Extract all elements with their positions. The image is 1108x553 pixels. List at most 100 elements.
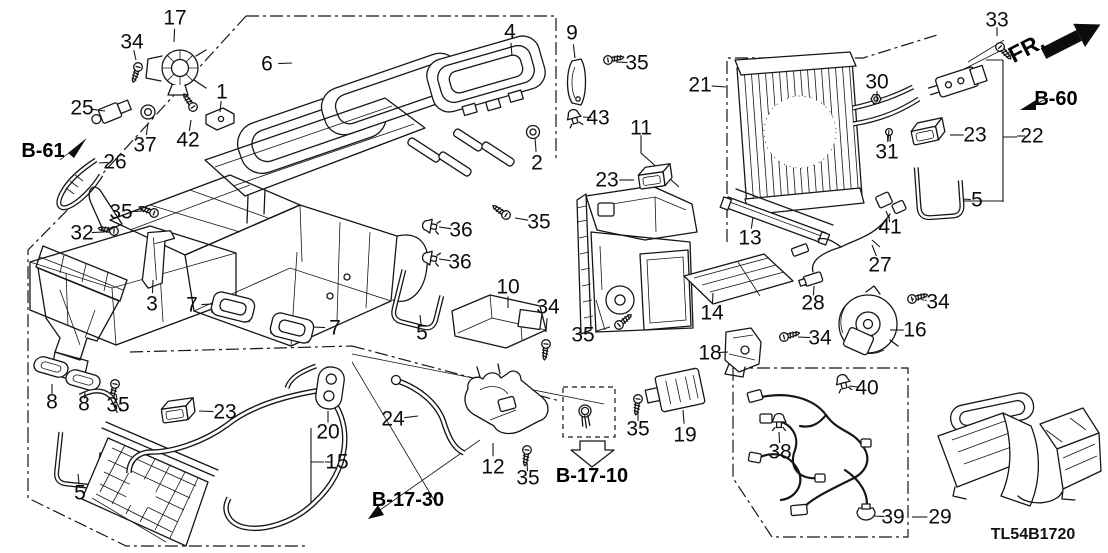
dotted-leader-34 <box>911 298 925 301</box>
leader-line-35 <box>514 217 529 221</box>
leader-line-31 <box>887 129 890 143</box>
leader-line-17 <box>173 28 176 43</box>
callout-26-31: 26 <box>103 151 126 174</box>
fr-direction: FR. <box>1004 23 1101 68</box>
callout-35-44: 35 <box>109 201 132 224</box>
duct-4-sketch <box>426 35 546 117</box>
callout-16-19: 16 <box>903 319 926 342</box>
callout-42-57: 42 <box>176 129 199 152</box>
grommet-20-sketch <box>315 366 345 410</box>
ref-label-b-17-30: B-17-30 <box>372 489 444 511</box>
motor-16-sketch <box>838 285 899 356</box>
leader-line-27 <box>871 244 877 257</box>
seal-strips <box>407 128 515 177</box>
mode-motor-sketch <box>56 49 235 211</box>
callout-2-1: 2 <box>531 152 543 175</box>
leader-line-35 <box>115 393 118 401</box>
leader-line-28 <box>812 285 815 296</box>
b-17-30-arrow <box>368 505 384 519</box>
leader-line-26 <box>98 161 108 164</box>
leader-line-34 <box>133 49 137 61</box>
leader-line-3 <box>151 279 154 294</box>
callout-25-30: 25 <box>70 97 93 120</box>
callout-35-49: 35 <box>626 418 649 441</box>
bracket-1 <box>205 107 235 131</box>
fr-arrow-icon <box>1040 23 1101 59</box>
leader-line-6 <box>278 62 293 65</box>
callout-22-25: 22 <box>1020 125 1043 148</box>
leader-line-43 <box>582 116 592 119</box>
callout-35-43: 35 <box>625 52 648 75</box>
hose-ribs <box>65 174 84 195</box>
callout-8-11: 8 <box>78 393 90 416</box>
callout-23-28: 23 <box>213 401 236 424</box>
leader-line-19 <box>682 409 685 424</box>
callout-39-54: 39 <box>881 506 904 529</box>
ref-label-b-60: B-60 <box>1034 88 1077 110</box>
leader-line-7 <box>201 303 214 306</box>
duct-10-sketch <box>451 294 547 349</box>
callout-27-32: 27 <box>868 254 891 277</box>
aspirator-wire-sketch <box>790 191 907 287</box>
leader-line-7 <box>312 326 326 329</box>
callout-23-26: 23 <box>595 169 618 192</box>
callout-6-7: 6 <box>261 53 273 76</box>
leader-line-24 <box>404 415 419 419</box>
leader-line-4 <box>510 42 513 57</box>
resistor-19-sketch <box>644 367 706 413</box>
ref-label-b-61: B-61 <box>21 140 64 162</box>
grommet-2-sketch <box>525 124 541 140</box>
leader-line-5 <box>419 314 422 325</box>
leader-line-5 <box>77 473 80 485</box>
leader-line-5 <box>962 198 971 201</box>
leader-line-39 <box>873 515 885 518</box>
callout-13-16: 13 <box>738 227 761 250</box>
leader-line-35 <box>594 326 611 332</box>
grille-14-sketch <box>683 253 794 305</box>
leader-line-23 <box>198 410 214 413</box>
callout-35-45: 35 <box>527 211 550 234</box>
callout-23-27: 23 <box>963 124 986 147</box>
callout-34-39: 34 <box>120 31 144 54</box>
assembled-unit-sketch <box>937 392 1102 507</box>
heater-core-sketch <box>78 363 348 547</box>
leader-line-42 <box>188 119 192 132</box>
callout-4-3: 4 <box>504 21 516 44</box>
bracket-12-sketch <box>464 363 549 435</box>
hose-24-sketch <box>390 374 466 456</box>
actuator-18-sketch <box>724 327 762 378</box>
callout-37-52: 37 <box>133 134 156 157</box>
callout-11-14: 11 <box>630 117 652 140</box>
leader-line-34 <box>923 299 932 302</box>
callout-34-42: 34 <box>926 291 950 314</box>
callout-36-51: 36 <box>448 251 471 274</box>
ref-label-b-17-10: B-17-10 <box>556 465 628 487</box>
clip-39 <box>856 503 876 521</box>
callout-9-12: 9 <box>566 22 578 45</box>
leader-line-14 <box>711 292 714 305</box>
down-arrow-outline <box>570 440 615 468</box>
callout-34-41: 34 <box>808 327 832 350</box>
harness-29-sketch <box>746 372 876 521</box>
callout-21-24: 21 <box>688 74 711 97</box>
leader-line-35 <box>615 61 628 64</box>
callout-7-9: 7 <box>329 317 341 340</box>
callout-38-53: 38 <box>768 441 791 464</box>
callout-41-56: 41 <box>878 216 901 239</box>
callout-35-46: 35 <box>571 324 594 347</box>
callout-29-34: 29 <box>928 506 951 529</box>
rail-13-sketch <box>719 188 834 246</box>
leader-line-18 <box>718 351 729 354</box>
leader-line-1 <box>219 100 222 113</box>
leader-line-38 <box>778 431 781 444</box>
callout-24-29: 24 <box>381 408 405 431</box>
leader-lines <box>51 27 1026 518</box>
b-61-arrow <box>68 139 86 158</box>
callout-40-55: 40 <box>855 377 878 400</box>
leader-line-34 <box>797 336 811 339</box>
leader-line-41 <box>888 215 891 223</box>
clip-43-sketch <box>564 107 584 129</box>
callout-43-58: 43 <box>586 107 609 130</box>
